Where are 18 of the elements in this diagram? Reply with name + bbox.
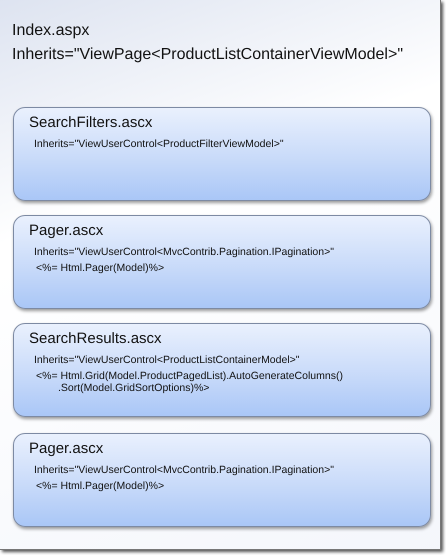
control-title: SearchFilters.ascx xyxy=(29,114,152,131)
control-box xyxy=(13,323,431,417)
control-box xyxy=(13,433,431,527)
control-title: Pager.ascx xyxy=(29,222,104,239)
code-text: Inherits="ViewUserControl<ProductListContainerModel>" xyxy=(34,354,301,366)
code-text: Inherits="ViewPage<ProductListContainerViewModel>" xyxy=(12,46,403,64)
code-text: Inherits="ViewUserControl<MvcContrib.Pagination.IPagination>" xyxy=(34,464,335,476)
control-box xyxy=(13,215,431,309)
page-panel xyxy=(0,0,441,550)
control-title: SearchResults.ascx xyxy=(29,330,162,347)
code-text: <%= Html.Grid(Model.ProductPagedList).AutoGenerateColumns() .Sort(Model.GridSortOptions)%> xyxy=(36,370,344,394)
control-title: Pager.ascx xyxy=(29,440,104,457)
code-text: Inherits="ViewUserControl<ProductFilterViewModel>" xyxy=(34,138,285,150)
page-title: Index.aspx xyxy=(12,22,90,40)
code-text: <%= Html.Pager(Model)%> xyxy=(36,262,166,274)
code-text: Inherits="ViewUserControl<MvcContrib.Pagination.IPagination>" xyxy=(34,246,335,258)
code-text: <%= Html.Pager(Model)%> xyxy=(36,480,166,492)
control-box xyxy=(13,107,431,201)
